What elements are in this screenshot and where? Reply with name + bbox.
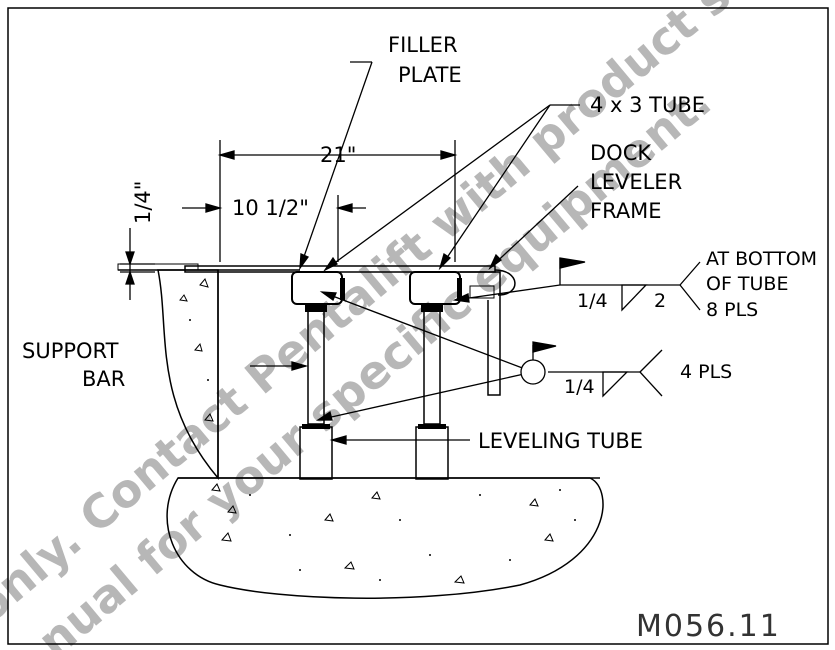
tube-label: 4 x 3 TUBE [590,93,705,117]
pit-wall [157,269,219,481]
dim-10-5 [182,195,366,262]
dim-quarter [120,228,155,300]
dock-label-1: DOCK [590,141,652,165]
weld1-size-a: 1/4 [577,290,608,312]
support-bar-label-1: SUPPORT [22,339,119,363]
frame-plate [469,285,495,299]
drawing-number: M056.11 [636,609,781,644]
filler-plate-label-2: PLATE [398,63,462,87]
weld1-size-b: 2 [654,290,666,312]
dim-21-label: 21" [320,143,356,167]
leveling-tube-weld-left [302,424,330,429]
dock-label-3: FRAME [590,199,662,223]
watermark-line-2: nual for your specific equipment. [27,74,721,650]
dock-label-2: LEVELER [590,170,682,194]
filler-plate-label-1: FILLER [388,33,458,57]
weld1-note-2: OF TUBE [706,273,788,295]
concrete-slab [166,477,604,599]
filler-plate-left-lip [117,263,199,271]
dim-21 [217,140,458,262]
tube-weld-left [340,278,345,300]
weld-symbol-1 [559,257,701,312]
tube-weld-right [457,278,462,300]
leveling-tube-label: LEVELING TUBE [478,429,643,453]
leveling-tube-weld-right [418,424,446,429]
weld2-note: 4 PLS [680,361,732,383]
concrete-dots [189,319,576,581]
concrete-aggregate [179,278,554,584]
weld2-size: 1/4 [564,376,595,398]
dim-10-5-label: 10 1/2" [232,196,309,220]
leveling-tube-right [415,426,449,480]
weld1-note-3: 8 PLS [706,299,758,321]
frame-lip [494,269,516,296]
support-bar-label-2: BAR [82,367,125,391]
weld1-note-1: AT BOTTOM [706,248,817,270]
support-bar-cap-right [421,304,443,312]
drawing-border [7,7,829,645]
leader-lines [250,61,680,445]
dock-leveler-frame [460,271,501,396]
weld-symbol-2 [520,341,663,398]
dim-quarter-label: 1/4" [131,181,155,224]
support-bar-cap-left [305,304,327,312]
